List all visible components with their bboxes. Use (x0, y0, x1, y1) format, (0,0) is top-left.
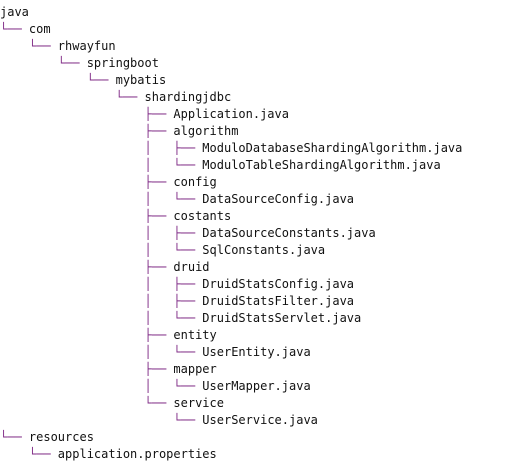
tree-branch: └── (0, 90, 145, 104)
tree-node-label: java (0, 5, 29, 19)
tree-branch: └── (0, 447, 58, 461)
tree-branch: ├── (0, 260, 174, 274)
tree-branch: │ └── (0, 192, 203, 206)
tree-row: java (0, 4, 29, 21)
tree-node-label: service (173, 396, 224, 410)
tree-node-label: springboot (86, 56, 159, 70)
tree-node-label: costants (173, 209, 232, 223)
tree-row: └── mybatis (0, 72, 166, 89)
tree-node-label: rhwayfun (57, 39, 116, 53)
tree-branch: └── (0, 413, 203, 427)
tree-row: ├── mapper (0, 361, 217, 378)
tree-row: ├── algorithm (0, 123, 238, 140)
tree-node-label: config (173, 175, 217, 189)
tree-row: │ ├── ModuloDatabaseShardingAlgorithm.ja… (0, 140, 462, 157)
tree-node-label: ModuloTableShardingAlgorithm.java (202, 158, 441, 172)
tree-branch: └── (0, 430, 29, 444)
tree-row: └── springboot (0, 55, 159, 72)
tree-branch: ├── (0, 107, 174, 121)
tree-node-label: Application.java (173, 107, 289, 121)
tree-branch: │ ├── (0, 277, 203, 291)
tree-node-label: ModuloDatabaseShardingAlgorithm.java (202, 141, 463, 155)
tree-node-label: com (28, 22, 51, 36)
tree-branch: ├── (0, 209, 174, 223)
tree-node-label: SqlConstants.java (202, 243, 326, 257)
tree-row: └── application.properties (0, 446, 217, 463)
tree-row: ├── druid (0, 259, 210, 276)
tree-row: │ └── UserEntity.java (0, 344, 311, 361)
tree-branch: └── (0, 73, 116, 87)
tree-row: └── rhwayfun (0, 38, 116, 55)
tree-row: │ └── DataSourceConfig.java (0, 191, 354, 208)
tree-branch: │ └── (0, 345, 203, 359)
tree-row: │ ├── DruidStatsConfig.java (0, 276, 354, 293)
tree-row: │ └── DruidStatsServlet.java (0, 310, 361, 327)
tree-branch: │ ├── (0, 141, 203, 155)
tree-row: └── UserService.java (0, 412, 318, 429)
tree-row: ├── Application.java (0, 106, 289, 123)
tree-node-label: entity (173, 328, 217, 342)
tree-branch: └── (0, 39, 58, 53)
tree-row: ├── config (0, 174, 217, 191)
tree-branch: └── (0, 22, 29, 36)
tree-node-label: mybatis (115, 73, 167, 87)
tree-node-label: shardingjdbc (144, 90, 232, 104)
tree-branch: ├── (0, 175, 174, 189)
tree-node-label: UserMapper.java (202, 379, 311, 393)
tree-row: │ └── UserMapper.java (0, 378, 311, 395)
tree-row: │ └── ModuloTableShardingAlgorithm.java (0, 157, 441, 174)
tree-node-label: DruidStatsConfig.java (202, 277, 355, 291)
tree-row: │ ├── DataSourceConstants.java (0, 225, 376, 242)
tree-node-label: DruidStatsServlet.java (202, 311, 362, 325)
tree-row: └── resources (0, 429, 94, 446)
tree-row: │ ├── DruidStatsFilter.java (0, 293, 354, 310)
tree-branch: │ └── (0, 158, 203, 172)
tree-row: └── service (0, 395, 224, 412)
tree-node-label: UserEntity.java (202, 345, 311, 359)
tree-branch: │ └── (0, 243, 203, 257)
tree-branch: │ ├── (0, 226, 203, 240)
tree-node-label: application.properties (57, 447, 217, 461)
tree-row: ├── entity (0, 327, 217, 344)
tree-branch: ├── (0, 328, 174, 342)
tree-row: ├── costants (0, 208, 231, 225)
tree-node-label: algorithm (173, 124, 239, 138)
tree-row: └── shardingjdbc (0, 89, 232, 106)
tree-node-label: resources (28, 430, 94, 444)
tree-node-label: druid (173, 260, 210, 274)
tree-branch: └── (0, 396, 174, 410)
tree-branch: │ └── (0, 311, 203, 325)
tree-row: │ └── SqlConstants.java (0, 242, 325, 259)
tree-node-label: DruidStatsFilter.java (202, 294, 355, 308)
tree-branch: ├── (0, 124, 174, 138)
tree-branch: ├── (0, 362, 174, 376)
tree-branch: └── (0, 56, 87, 70)
tree-node-label: UserService.java (202, 413, 318, 427)
tree-branch: │ ├── (0, 294, 203, 308)
tree-node-label: mapper (173, 362, 217, 376)
tree-node-label: DataSourceConstants.java (202, 226, 376, 240)
tree-node-label: DataSourceConfig.java (202, 192, 355, 206)
tree-branch: │ └── (0, 379, 203, 393)
tree-row: └── com (0, 21, 51, 38)
